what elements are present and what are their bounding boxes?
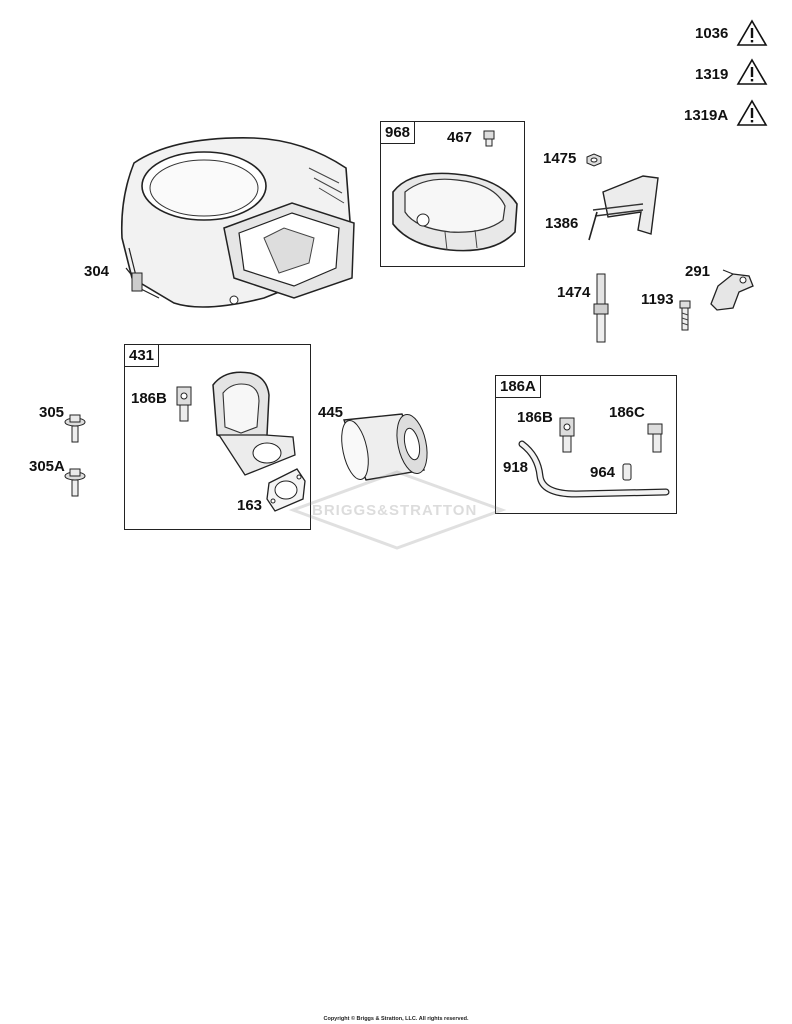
air-cleaner-base-icon [212,371,296,476]
bolt-icon [64,468,86,497]
clip-icon [483,130,495,147]
part-label: 186B [131,390,167,407]
stud-icon [593,273,609,343]
part-label: 305A [29,458,65,475]
kit-431-box[interactable]: 431 186B 163 [124,344,311,530]
bracket-plate-icon [588,175,659,241]
part-label: 304 [84,263,110,280]
watermark-text: BRIGGS&STRATTON [312,502,478,519]
part-label: 445 [318,404,344,421]
breather-tube-icon [518,440,670,498]
kit-tag: 431 [124,344,160,367]
kit-tag: 968 [380,121,416,144]
warning-number: 1036 [695,25,729,42]
part-label: 163 [237,497,263,514]
watermark-logo: BRIGGS&STRATTON [288,470,507,550]
fitting-icon [559,417,575,453]
plug-icon [622,463,632,481]
kit-tag: 186A [495,375,541,398]
part-label: 305 [39,404,65,421]
screw-icon [679,300,691,331]
bolt-icon [64,414,86,443]
part-label: 467 [447,129,473,146]
part-label: 1386 [545,215,579,232]
part-label: 918 [503,459,529,476]
copyright-text: Copyright © Briggs & Stratton, LLC. All … [323,1016,469,1022]
part-label: 964 [590,464,616,481]
warning-triangle-icon [736,99,768,126]
air-cleaner-cover-icon [392,172,518,252]
warning-number: 1319A [684,107,729,124]
warning-number: 1319 [695,66,729,83]
kit-186a-box[interactable]: 186A 186B 186C 918 964 [495,375,677,514]
part-label: 1474 [557,284,591,301]
air-filter-icon [341,413,428,481]
nut-icon [586,153,602,167]
part-label: 1475 [543,150,577,167]
warning-triangle-icon [736,19,768,46]
kit-968-box[interactable]: 968 467 [380,121,525,267]
gasket-icon [266,468,306,512]
diamond-logo-icon [288,470,507,550]
governor-lever-icon [710,269,754,311]
part-label: 186B [517,409,553,426]
fitting-elbow-icon [647,423,663,453]
fitting-icon [176,386,192,422]
blower-housing-icon [120,137,355,308]
part-label: 1193 [641,291,674,308]
part-label: 186C [609,404,645,421]
warning-triangle-icon [736,58,768,85]
part-label: 291 [685,263,711,280]
